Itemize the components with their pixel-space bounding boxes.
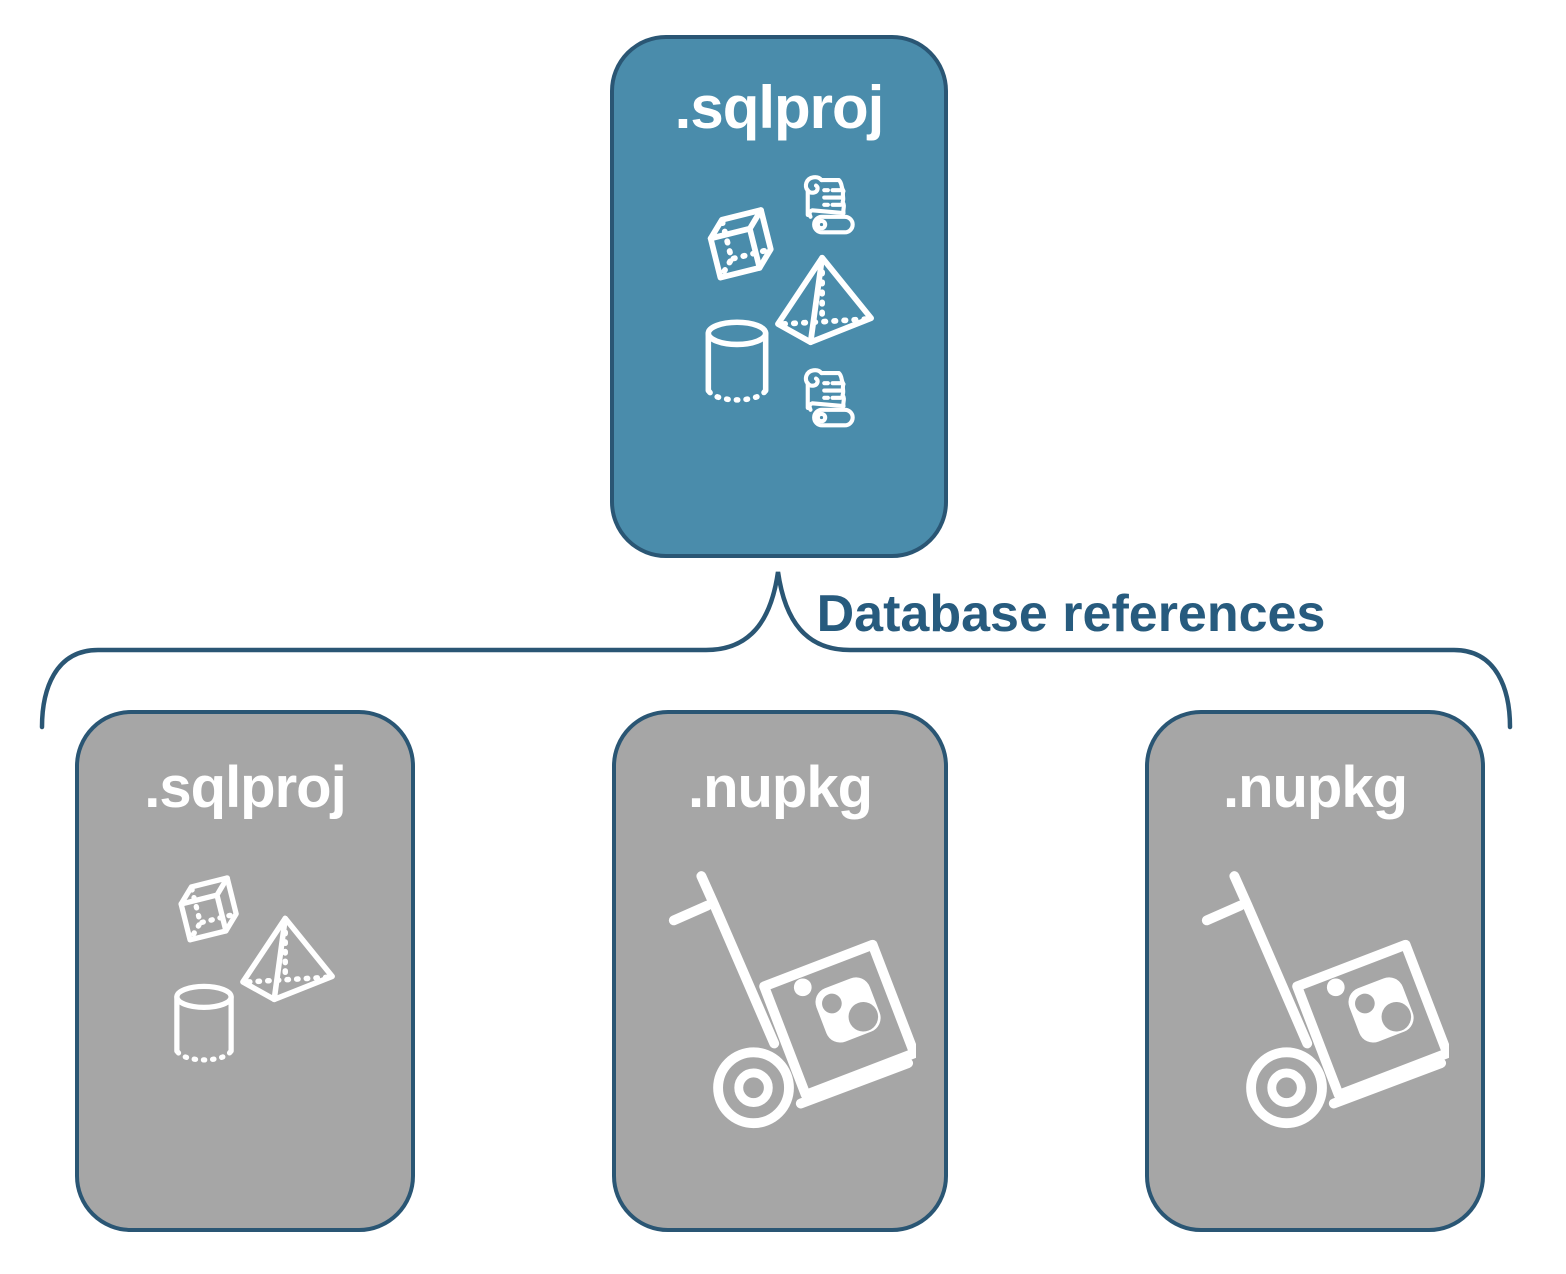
card-title: .sqlproj	[674, 74, 885, 141]
card-nupkg-2: .nupkg	[1145, 710, 1485, 1232]
connector-label: Database references	[816, 585, 1326, 643]
scroll-icon	[794, 170, 860, 236]
card-title: .sqlproj	[144, 755, 346, 820]
cylinder-icon	[169, 980, 239, 1068]
pyramid-icon	[772, 251, 878, 347]
cylinder-icon	[700, 317, 774, 407]
package-dolly-icon	[660, 860, 916, 1156]
card-title: .nupkg	[1222, 755, 1408, 820]
card-sqlproj-root: .sqlproj	[610, 35, 948, 558]
card-nupkg-1: .nupkg	[612, 710, 948, 1232]
card-sqlproj-child: .sqlproj	[75, 710, 415, 1232]
package-dolly-icon	[1193, 860, 1449, 1156]
pyramid-icon	[237, 912, 339, 1004]
card-title: .nupkg	[687, 755, 873, 820]
scroll-icon	[794, 363, 860, 429]
